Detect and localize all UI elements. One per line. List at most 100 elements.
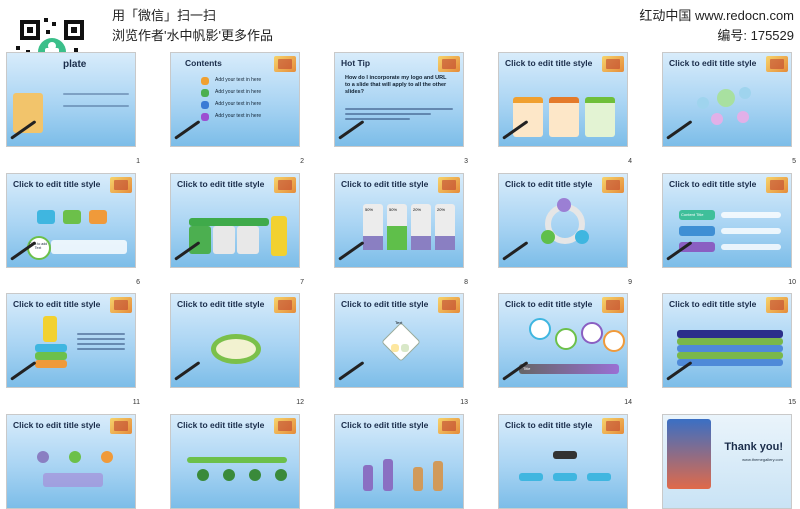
slide-number: 5: [792, 158, 796, 165]
slide-thumbnail-3[interactable]: Hot Tip How do I incorporate my logo and…: [334, 52, 464, 147]
contents-item: Add your text in here: [215, 77, 262, 83]
contents-item: Add your text in here: [215, 89, 262, 95]
slide-rule: [63, 93, 129, 95]
content-title-box: [679, 242, 715, 252]
slide-thumbnail-17[interactable]: Click to edit title style: [170, 414, 300, 509]
slide-thumbnail-13[interactable]: Click to edit title style Text: [334, 293, 464, 388]
text-box: [51, 240, 127, 254]
slide-thumbnail-19[interactable]: Click to edit title style: [498, 414, 628, 509]
slide-number: 12: [296, 399, 304, 406]
slide-title: Hot Tip: [341, 58, 371, 68]
slide-thumbnail-12[interactable]: Click to edit title style: [170, 293, 300, 388]
title-bar: [519, 364, 619, 374]
step-box: [189, 226, 211, 254]
text-circle: [555, 328, 577, 350]
scan-instruction: 用「微信」扫一扫: [112, 8, 217, 23]
slide-thumbnail-1[interactable]: plate: [6, 52, 136, 147]
diamond-shape: [381, 322, 421, 362]
diagram-box: [37, 210, 55, 224]
org-chart-top: [553, 451, 577, 459]
decoration-icon: [274, 297, 296, 313]
step-box: [213, 226, 235, 254]
slide-thumbnail-20[interactable]: Thank you! www.themegallery.com: [662, 414, 792, 509]
slide-body: [77, 330, 125, 373]
slide-number: 14: [624, 399, 632, 406]
slide-thumbnail-15[interactable]: Click to edit title style: [662, 293, 792, 388]
percent-label: 20%: [413, 207, 422, 212]
quad-box: [391, 344, 399, 352]
node-circle: [27, 236, 51, 260]
slide-thumbnail-2[interactable]: Contents Add your text in here Add your …: [170, 52, 300, 147]
slide-title: Click to edit title style: [341, 299, 429, 309]
org-chart-node: [553, 473, 577, 481]
bar-column: [387, 204, 407, 250]
site-name[interactable]: 红动中国 www.redocn.com: [639, 8, 794, 23]
contents-item: Add your text in here: [215, 101, 262, 107]
slide-thumbnail-9[interactable]: Click to edit title style: [498, 173, 628, 268]
decoration-icon: [602, 297, 624, 313]
decoration-icon: [602, 177, 624, 193]
table-header: [677, 330, 783, 338]
text-circle: [581, 322, 603, 344]
ring-diagram: [211, 334, 261, 364]
diamond-label: Text: [395, 320, 403, 325]
flow-node: [101, 451, 113, 463]
figure-icon: [383, 459, 393, 491]
timeline-node: [275, 469, 287, 481]
slide-thumbnail-18[interactable]: Click to edit title style: [334, 414, 464, 509]
slide-thumbnail-5[interactable]: Click to edit title style: [662, 52, 792, 147]
decoration-icon: [110, 297, 132, 313]
slide-title: Click to edit title style: [13, 420, 101, 430]
slide-thumbnail-16[interactable]: Click to edit title style: [6, 414, 136, 509]
node-circle: [737, 111, 749, 123]
slide-number: 1: [136, 158, 140, 165]
flow-node: [69, 451, 81, 463]
decoration-icon: [438, 418, 460, 434]
slide-number: 13: [460, 399, 468, 406]
decoration-icon: [274, 56, 296, 72]
slide-number: 15: [788, 399, 796, 406]
column-box: [549, 97, 579, 137]
slide-number: 4: [628, 158, 632, 165]
slide-title: Click to edit title style: [341, 179, 429, 189]
bullet-icon: [201, 113, 209, 121]
node-circle: [717, 89, 735, 107]
node-circle: [711, 113, 723, 125]
cycle-node: [575, 230, 589, 244]
timeline-node: [223, 469, 235, 481]
flow-node: [37, 451, 49, 463]
slide-thumbnail-7[interactable]: Click to edit title style: [170, 173, 300, 268]
slide-title: Click to edit title style: [669, 299, 757, 309]
slide-title: Click to edit title style: [505, 299, 593, 309]
table-row: [677, 345, 783, 352]
bar-shape: [43, 473, 103, 487]
slide-thumbnail-10[interactable]: Click to edit title style Content Title: [662, 173, 792, 268]
slide-thumbnail-8[interactable]: Click to edit title style 50% 50% 20% 20…: [334, 173, 464, 268]
description-bar: [721, 212, 781, 218]
percent-label: 50%: [365, 207, 374, 212]
slide-number: 10: [788, 279, 796, 286]
column-box: [585, 97, 615, 137]
bar-column: [363, 204, 383, 250]
decoration-icon: [274, 418, 296, 434]
pen-icon: [174, 120, 201, 140]
slide-thumbnail-4[interactable]: Click to edit title style: [498, 52, 628, 147]
timeline-node: [197, 469, 209, 481]
number-one-graphic: [43, 316, 57, 342]
slide-title: plate: [63, 59, 87, 70]
thank-you-heading: Thank you!: [724, 441, 783, 453]
slide-number: 8: [464, 279, 468, 286]
decoration-icon: [766, 56, 788, 72]
decoration-icon: [438, 297, 460, 313]
slide-thumbnail-11[interactable]: Click to edit title style: [6, 293, 136, 388]
author-link[interactable]: 浏览作者'水中帆影'更多作品: [112, 28, 273, 43]
slide-thumbnail-6[interactable]: Click to edit title style Click to add T…: [6, 173, 136, 268]
content-title-box: [679, 210, 715, 220]
slide-thumbnail-14[interactable]: Click to edit title style Title: [498, 293, 628, 388]
node-circle: [739, 87, 751, 99]
bullet-icon: [201, 101, 209, 109]
bar-column: [435, 204, 455, 250]
slide-url: www.themegallery.com: [742, 457, 783, 462]
diagram-box: [63, 210, 81, 224]
slide-number: 6: [136, 279, 140, 286]
